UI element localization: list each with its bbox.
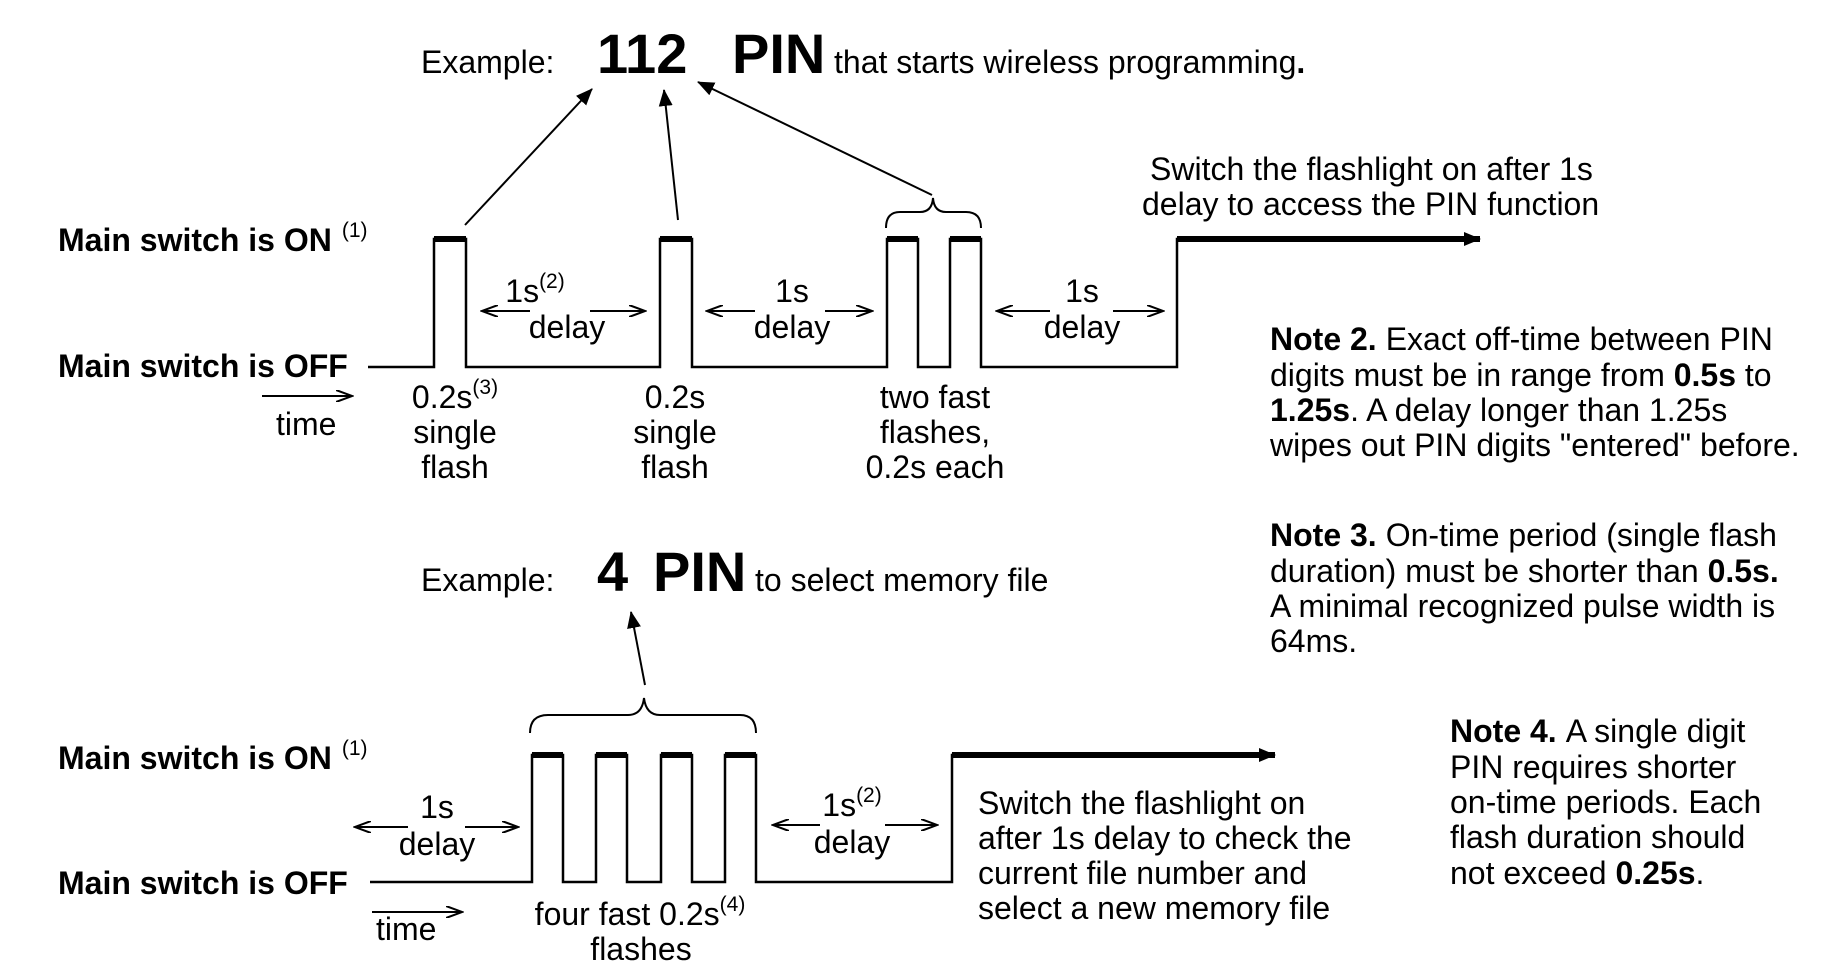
example1-flash2-line2: single bbox=[633, 414, 717, 450]
example2-flash-line2: flashes bbox=[590, 931, 691, 967]
example1-delay2-word: delay bbox=[754, 309, 831, 345]
example1-time-label: time bbox=[276, 406, 336, 442]
example1-flash2-line1: 0.2s bbox=[645, 379, 705, 415]
example1-delay1-top: 1s(2) bbox=[505, 270, 564, 309]
example-112-pin: Example: 112 PIN that starts wireless pr… bbox=[58, 22, 1599, 485]
note4-line5: not exceed 0.25s. bbox=[1450, 855, 1704, 891]
example1-flash1-line1: 0.2s(3) bbox=[412, 376, 498, 415]
note2-line3: 1.25s. A delay longer than 1.25s bbox=[1270, 392, 1727, 428]
example-4-pin: Example: 4 PIN to select memory file Mai… bbox=[58, 540, 1352, 967]
example2-prefix: Example: bbox=[421, 562, 554, 598]
example1-pin-digits: 112 bbox=[597, 22, 687, 85]
example1-delay3-word: delay bbox=[1044, 309, 1121, 345]
example2-delay2-word: delay bbox=[814, 824, 891, 860]
brace-four-flashes bbox=[529, 697, 757, 734]
example1-flash3-line1: two fast bbox=[880, 379, 990, 415]
example1-flash3-line3: 0.2s each bbox=[866, 449, 1005, 485]
note4-line3: on-time periods. Each bbox=[1450, 784, 1761, 820]
example2-switch-line1: Switch the flashlight on bbox=[978, 785, 1305, 821]
example2-flash-line1: four fast 0.2s(4) bbox=[535, 893, 746, 932]
arrow-flash3-to-digit3 bbox=[697, 81, 933, 196]
example1-switch-line1: Switch the flashlight on after 1s bbox=[1150, 151, 1593, 187]
example2-suffix: to select memory file bbox=[755, 562, 1048, 598]
example1-delay2-top: 1s bbox=[775, 273, 809, 309]
note2-line2: digits must be in range from 0.5s to bbox=[1270, 357, 1772, 393]
example2-delay2-top: 1s(2) bbox=[822, 784, 881, 823]
example2-off-label: Main switch is OFF bbox=[58, 865, 348, 901]
example1-delay1-word: delay bbox=[529, 309, 606, 345]
note3-line4: 64ms. bbox=[1270, 623, 1357, 659]
note2-line1: Note 2.Exact off-time between PIN bbox=[1270, 321, 1773, 357]
note4-line2: PIN requires shorter bbox=[1450, 749, 1737, 785]
example2-title: Example: 4 PIN to select memory file bbox=[421, 540, 1048, 603]
example2-time-label: time bbox=[376, 911, 436, 947]
example2-delay1-top: 1s bbox=[420, 789, 454, 825]
example1-off-label: Main switch is OFF bbox=[58, 348, 348, 384]
example1-prefix: Example: bbox=[421, 44, 554, 80]
note2-line4: wipes out PIN digits "entered" before. bbox=[1269, 427, 1800, 463]
example1-switch-line2: delay to access the PIN function bbox=[1142, 186, 1599, 222]
example1-title: Example: 112 PIN that starts wireless pr… bbox=[421, 22, 1305, 85]
example2-switch-line4: select a new memory file bbox=[978, 890, 1330, 926]
note3-line2: duration) must be shorter than 0.5s. bbox=[1270, 553, 1779, 589]
example1-pin-word: PIN bbox=[732, 22, 825, 85]
note4-line4: flash duration should bbox=[1450, 819, 1745, 855]
note4-line1: Note 4.A single digit bbox=[1450, 713, 1745, 749]
brace-two-flashes bbox=[885, 197, 982, 229]
note3-line1: Note 3.On-time period (single flash bbox=[1270, 517, 1777, 553]
example1-flash1-line2: single bbox=[413, 414, 497, 450]
example2-on-label: Main switch is ON(1) bbox=[58, 737, 368, 776]
example2-pin-word: PIN bbox=[653, 540, 746, 603]
example1-flash1-line3: flash bbox=[421, 449, 489, 485]
example1-flash2-line3: flash bbox=[641, 449, 709, 485]
arrow-flash1-to-digit1 bbox=[464, 88, 593, 226]
notes-block: Note 2.Exact off-time between PIN digits… bbox=[1269, 321, 1800, 891]
example2-delay1-word: delay bbox=[399, 826, 476, 862]
example2-waveform bbox=[370, 753, 1260, 884]
example1-waveform bbox=[368, 237, 1470, 369]
arrow-flashes-to-digit4 bbox=[627, 611, 646, 686]
arrow-flash2-to-digit2 bbox=[658, 89, 679, 221]
example1-suffix-end: . bbox=[1296, 44, 1305, 80]
example2-pin-digit: 4 bbox=[597, 540, 628, 603]
example1-suffix: that starts wireless programming bbox=[834, 44, 1296, 80]
example1-delay3-top: 1s bbox=[1065, 273, 1099, 309]
note3-line3: A minimal recognized pulse width is bbox=[1270, 588, 1775, 624]
example2-switch-line3: current file number and bbox=[978, 855, 1307, 891]
example2-switch-line2: after 1s delay to check the bbox=[978, 820, 1352, 856]
example1-flash3-line2: flashes, bbox=[880, 414, 990, 450]
example1-on-label: Main switch is ON(1) bbox=[58, 219, 368, 258]
